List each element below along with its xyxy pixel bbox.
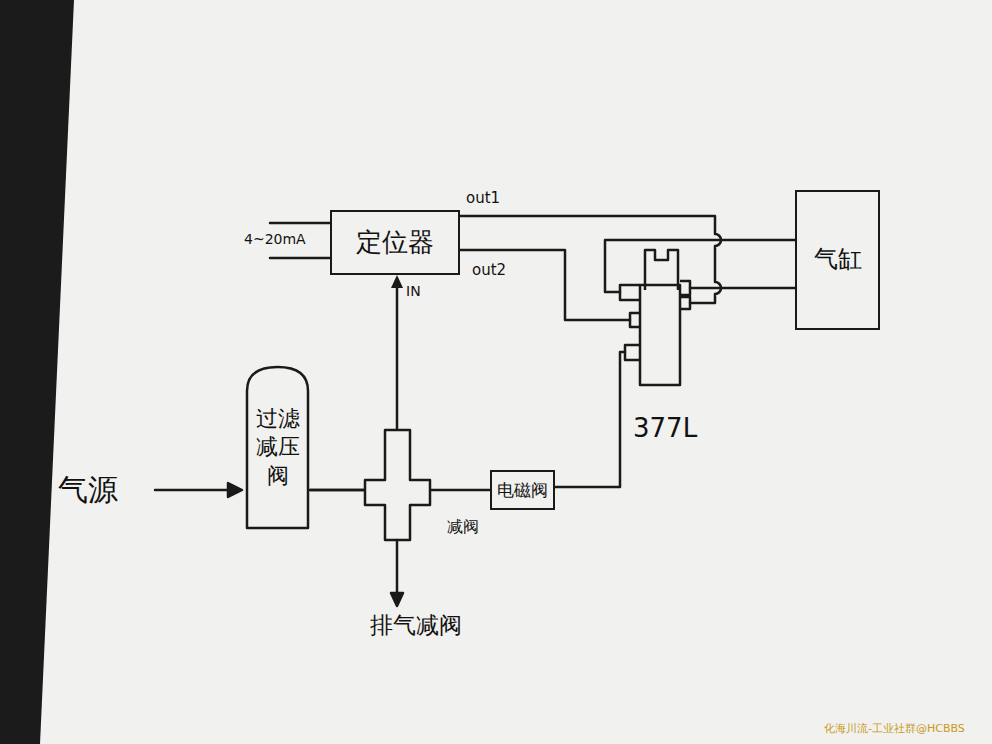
- pipe-line: [460, 216, 721, 303]
- supply-arrow-line: [155, 489, 232, 492]
- signal-wire: [270, 222, 330, 225]
- solenoid-valve-box: 电磁阀: [490, 470, 555, 510]
- air-source-label: 气源: [58, 473, 118, 508]
- port-name: IN: [406, 283, 421, 299]
- exhaust-arrow-head: [391, 593, 403, 606]
- paper-sheet: [40, 0, 992, 744]
- positioner-box: 定位器: [330, 210, 460, 275]
- filter-regulator-valve: 过滤减压阀: [245, 365, 310, 530]
- exhaust-arrow-line: [396, 540, 399, 596]
- node-text: 电磁阀: [497, 479, 548, 501]
- watermark: 化海川流-工业社群@HCBBS: [824, 723, 965, 736]
- valve-port: [680, 297, 690, 309]
- valve-377l: 377L: [595, 245, 705, 450]
- pipe-line: [690, 287, 795, 290]
- valve-port: [625, 345, 640, 360]
- filter-outline-path: [247, 367, 308, 528]
- port-name: out1: [466, 190, 500, 207]
- signal-label: 4~20mA: [244, 231, 306, 247]
- valve-port: [630, 313, 640, 327]
- node-text: 过滤减压阀: [256, 405, 300, 491]
- supply-arrow-head: [228, 483, 242, 497]
- node-text: 定位器: [356, 226, 434, 260]
- cross-fitting: [365, 430, 430, 540]
- valve-port: [680, 281, 690, 295]
- part-label: 减阀: [447, 518, 479, 536]
- part-label: 排气减阀: [370, 612, 462, 638]
- valve-port: [620, 285, 640, 300]
- port-name: out2: [472, 262, 506, 279]
- node-text: 气缸: [814, 244, 862, 275]
- valve-body: [640, 285, 680, 385]
- arrow-head: [391, 275, 403, 288]
- pipe-line: [555, 352, 625, 487]
- cylinder-box: 气缸: [795, 190, 880, 330]
- signal-wire: [270, 257, 330, 260]
- node-text: 377L: [633, 412, 697, 446]
